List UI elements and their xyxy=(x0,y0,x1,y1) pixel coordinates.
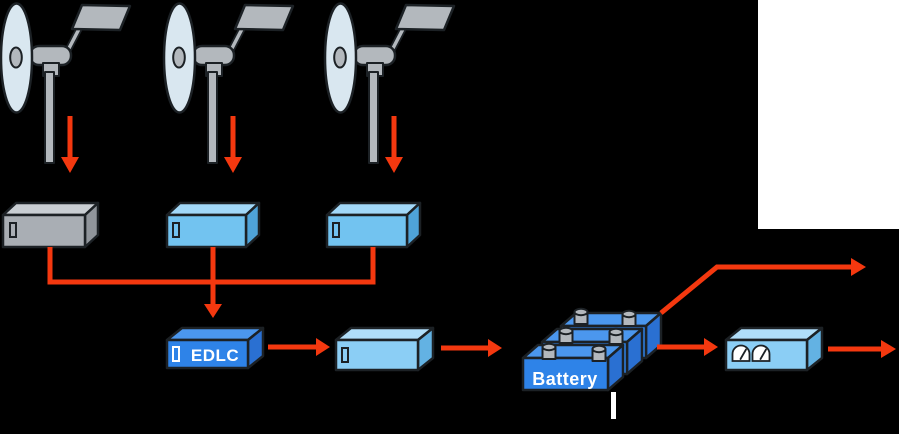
battery-terminal-icon xyxy=(591,344,607,362)
analog-gauge-icon xyxy=(751,344,771,362)
edlc-box: EDLC xyxy=(165,326,265,370)
arrow-edlc-to-converter xyxy=(268,338,330,356)
wind-turbine-1 xyxy=(1,4,130,174)
box-slot xyxy=(172,222,180,238)
arrow-converter-to-battery xyxy=(441,339,502,357)
battery-label: Battery xyxy=(532,369,598,389)
converter-box-blue-2 xyxy=(325,201,422,249)
flow-arrowhead-icon xyxy=(204,304,222,318)
battery-terminal-icon xyxy=(608,327,624,345)
converter-box-pale xyxy=(334,326,435,372)
battery-terminal-icon xyxy=(573,307,589,325)
battery-stack: Battery xyxy=(521,307,663,392)
arrow-battery-to-meter xyxy=(657,338,718,356)
edlc-label: EDLC xyxy=(191,346,239,365)
wind-turbine-2 xyxy=(164,4,293,174)
box-slot xyxy=(341,347,349,363)
white-tick xyxy=(611,392,616,419)
box-slot xyxy=(9,222,17,238)
bus-connector xyxy=(47,247,376,318)
wind-turbine-3 xyxy=(325,4,454,174)
arrow-meter-output xyxy=(828,340,896,358)
white-panel xyxy=(758,0,899,229)
arrow-battery-branch xyxy=(659,258,866,315)
meter-box xyxy=(724,326,824,372)
battery-terminal-icon xyxy=(541,342,557,360)
battery-terminal-icon xyxy=(621,309,637,327)
box-slot xyxy=(172,346,180,362)
analog-gauge-icon xyxy=(731,344,751,362)
battery-block-front: Battery xyxy=(521,342,625,392)
converter-box-blue-1 xyxy=(165,201,261,249)
converter-box-gray xyxy=(1,201,100,249)
battery-terminal-icon xyxy=(558,326,574,344)
box-slot xyxy=(332,222,340,238)
